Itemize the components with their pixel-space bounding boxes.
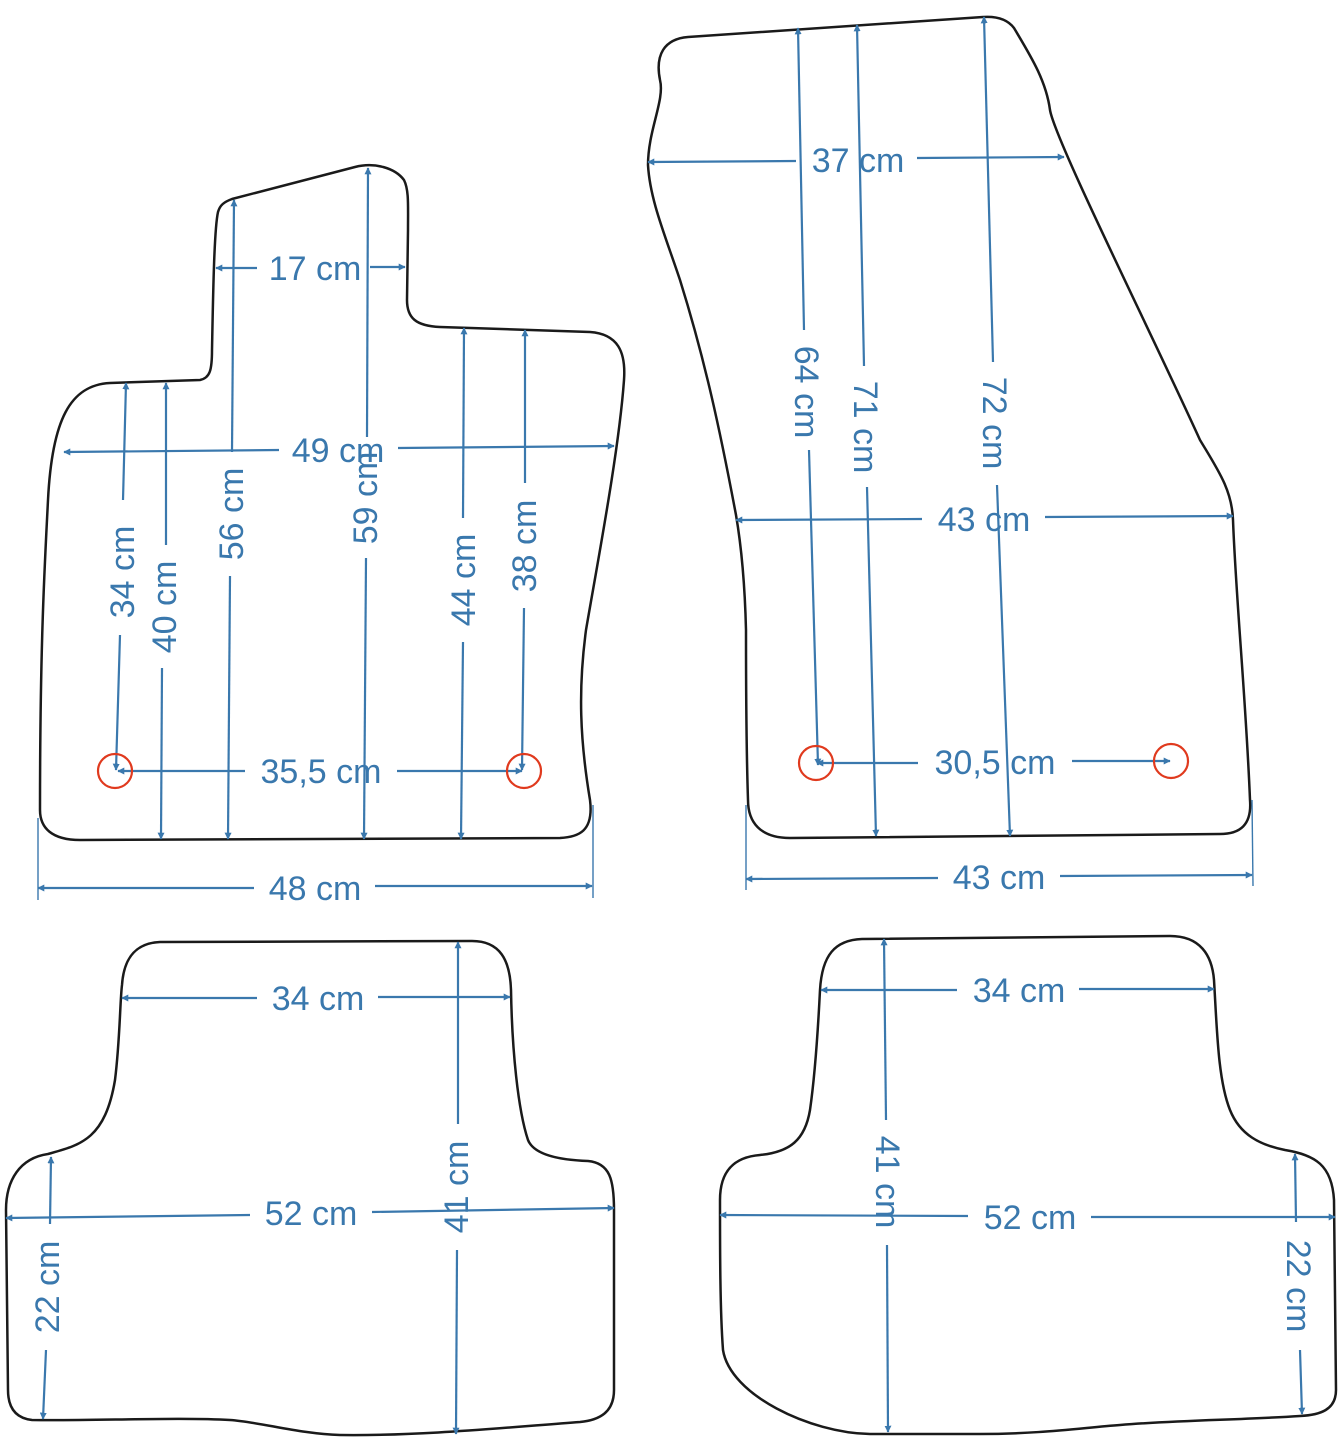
front-left-mat-outline [38, 163, 626, 842]
front-left-height-c-label: 56 cm [213, 468, 251, 561]
rear-left-width-top-label: 34 cm [272, 980, 365, 1018]
front-left-height-a-label: 34 cm [104, 526, 142, 619]
front-left-height-d-label: 59 cm [347, 452, 385, 545]
front-left-mounting-hole-right [505, 752, 543, 790]
front-right-mat: 37 cm 43 cm 30,5 cm 43 cm 64 cm 71 cm 72… [646, 15, 1254, 897]
rear-left-mat-outline [4, 939, 616, 1437]
rear-right-height-side-label: 22 cm [1279, 1240, 1317, 1333]
front-right-mat-outline [646, 15, 1252, 840]
front-right-height-c-label: 72 cm [975, 377, 1013, 470]
rear-right-width-full-label: 52 cm [984, 1199, 1077, 1237]
front-right-width-holes-label: 30,5 cm [935, 744, 1056, 782]
rear-left-height-side-label: 22 cm [29, 1241, 67, 1334]
front-left-height-e-label: 44 cm [445, 534, 483, 627]
front-right-mounting-hole-right [1152, 742, 1190, 780]
rear-right-mat-outline [718, 934, 1338, 1436]
front-right-height-a-label: 64 cm [787, 346, 825, 439]
front-left-height-f-label: 38 cm [506, 500, 544, 593]
rear-left-height-full-label: 41 cm [438, 1141, 476, 1234]
front-left-width-bottom-label: 48 cm [269, 870, 362, 908]
rear-right-mat: 34 cm 52 cm 41 cm 22 cm [718, 934, 1338, 1436]
rear-left-width-full-label: 52 cm [265, 1195, 358, 1233]
front-right-mounting-hole-left [797, 744, 835, 782]
front-right-width-mid-label: 43 cm [938, 501, 1031, 539]
front-left-width-top-label: 17 cm [269, 250, 362, 288]
front-left-width-holes-label: 35,5 cm [261, 753, 382, 791]
front-right-width-top-label: 37 cm [812, 142, 905, 180]
rear-right-height-full-label: 41 cm [868, 1136, 906, 1229]
front-right-width-bottom-label: 43 cm [953, 859, 1046, 897]
rear-left-mat: 34 cm 52 cm 41 cm 22 cm [4, 939, 616, 1437]
rear-right-width-top-label: 34 cm [973, 972, 1066, 1010]
front-left-mounting-hole-left [96, 752, 134, 790]
front-left-width-mid-label: 49 cm [292, 432, 385, 470]
front-right-height-b-label: 71 cm [846, 381, 884, 474]
front-left-mat: 17 cm 49 cm 35,5 cm 48 cm 34 cm 40 cm 56… [37, 163, 626, 908]
front-left-height-b-label: 40 cm [146, 561, 184, 654]
